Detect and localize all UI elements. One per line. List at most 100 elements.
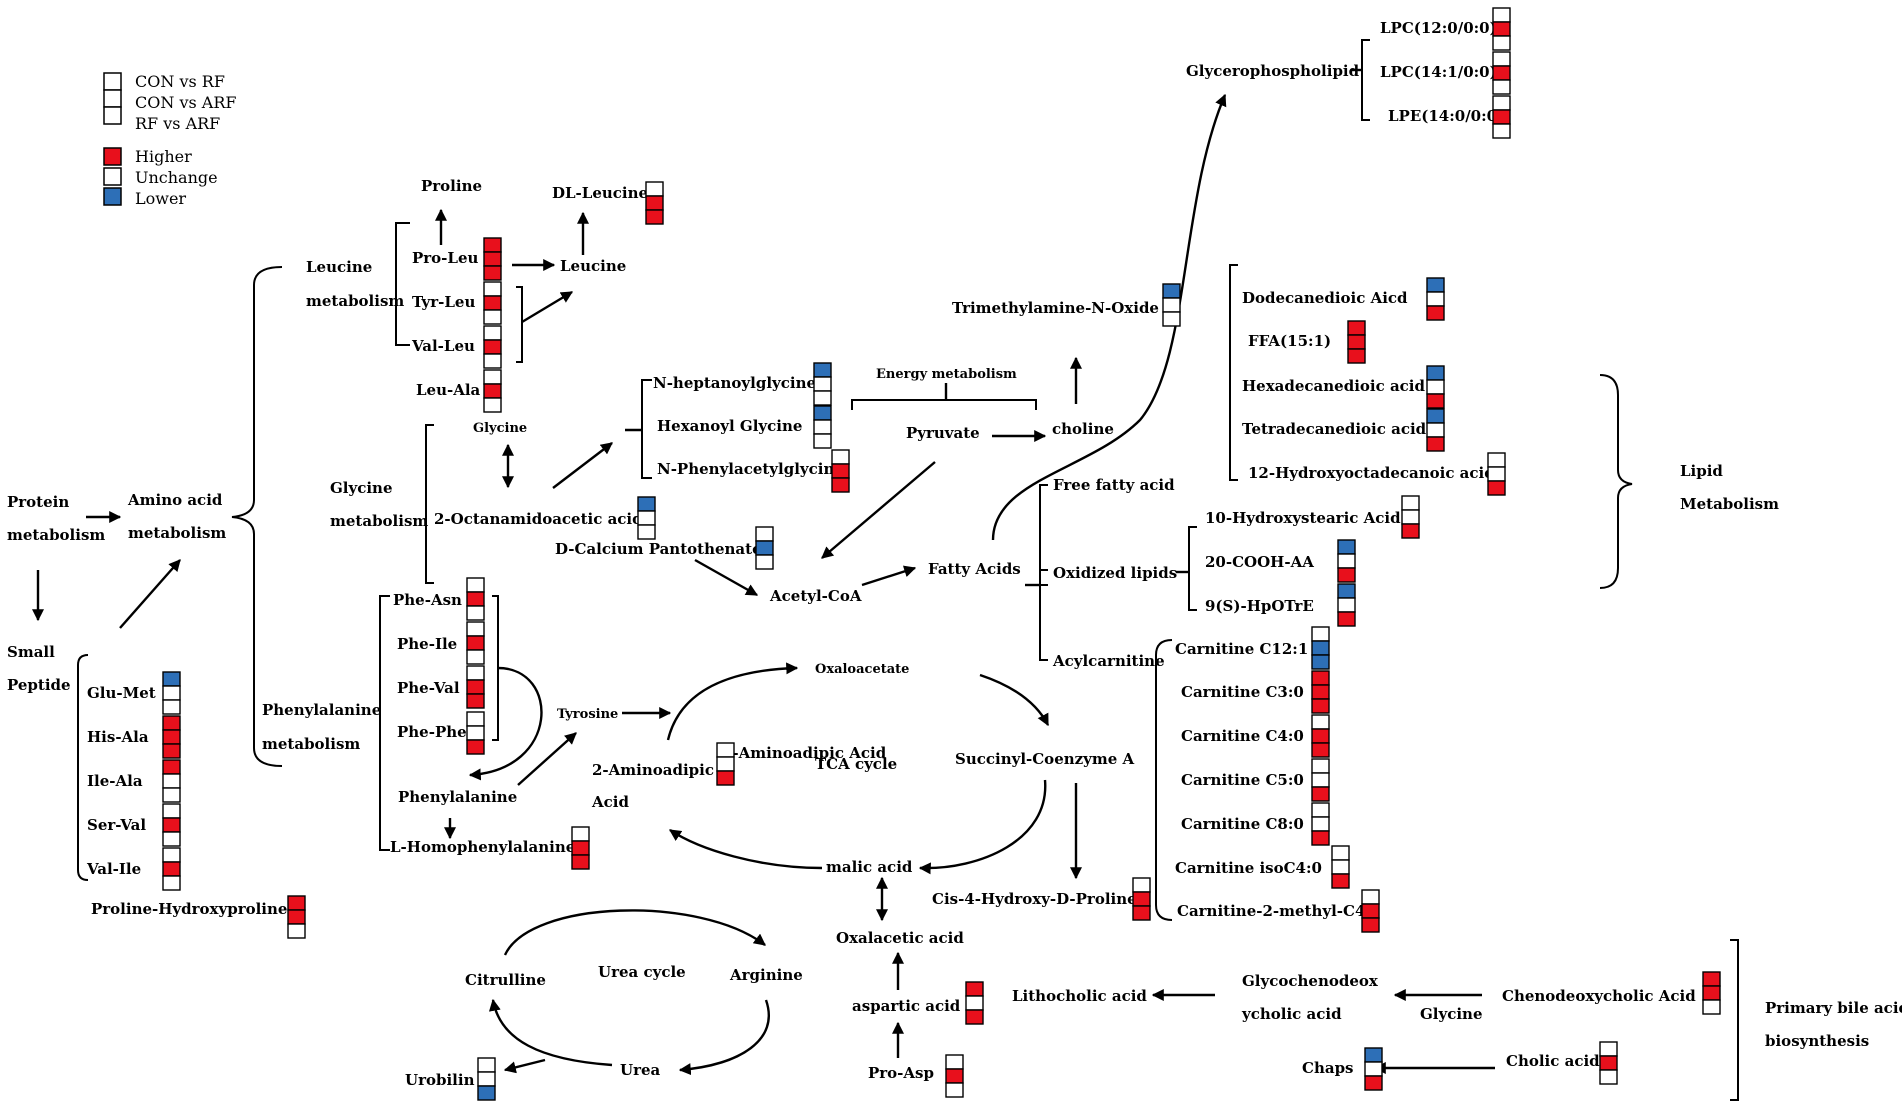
status-cell-unchange (1492, 123, 1511, 139)
small-peptide-label-2: Peptide (7, 676, 71, 694)
oxidized-lipids-label: Oxidized lipids (1053, 564, 1177, 582)
legend-comparison-2: CON vs ARF (135, 93, 236, 112)
oxaloacetate-label: Oxaloacetate (815, 662, 909, 677)
status-cell-higher (571, 840, 590, 856)
glycochenodeoxycholic-acid-label-1: Glycochenodeox (1242, 972, 1379, 990)
status-cell-higher (945, 1068, 964, 1084)
tca-cycle-label: TCA cycle (815, 755, 897, 773)
metabolite-n-phenylacetylglycine: N-Phenylacetylglycine (657, 449, 850, 493)
status-cell-lower (637, 496, 656, 512)
legend-comparison-3: RF vs ARF (135, 114, 220, 133)
status-cell-higher (162, 729, 181, 745)
urea-label: Urea (620, 1061, 661, 1079)
metabolite-d-calcium-pantothenate: D-Calcium Pantothenate (555, 526, 774, 570)
status-cell-lower (1337, 583, 1356, 599)
status-cell-unchange (755, 526, 774, 542)
status-cell-unchange (1331, 859, 1350, 875)
status-cell-lower (477, 1085, 496, 1101)
metabolite-lpc-14-1-0-0: LPC(14:1/0:0) (1380, 51, 1511, 95)
status-cell-lower (1337, 539, 1356, 555)
status-cell-lower (1426, 365, 1445, 381)
status-cell-higher (1311, 698, 1330, 714)
status-cell-higher (1132, 905, 1151, 921)
metabolite-label: Carnitine isoC4:0 (1175, 859, 1322, 877)
lithocholic-acid-label: Lithocholic acid (1012, 987, 1147, 1005)
status-cell-lower (1364, 1047, 1383, 1063)
pathway-connectors (32, 39, 1739, 1101)
malic-acid-label: malic acid (826, 858, 913, 876)
leucine-metabolism-label-1: Leucine (306, 258, 372, 276)
metabolite-label: Carnitine C5:0 (1181, 771, 1304, 789)
status-cell-lower (1311, 654, 1330, 670)
status-cell-unchange (965, 995, 984, 1011)
status-cell-higher (287, 895, 306, 911)
metabolite-label: Chaps (1302, 1059, 1354, 1077)
amino-acid-metabolism-label-2: metabolism (128, 524, 226, 542)
metabolite-tetradecanedioic-acid: Tetradecanedioic acid (1242, 408, 1445, 452)
status-cell-higher (466, 679, 485, 695)
status-cell-higher (483, 265, 502, 281)
status-cell-higher (1337, 611, 1356, 627)
phenylalanine-label: Phenylalanine (398, 788, 517, 806)
status-cell-unchange (1337, 553, 1356, 569)
phenylalanine-metabolism-label-2: metabolism (262, 735, 360, 753)
glycine-label: Glycine (473, 421, 527, 436)
aminoadipic-acid-label-2: Acid (591, 793, 629, 811)
status-cell-higher (483, 339, 502, 355)
status-cell-unchange (1311, 714, 1330, 730)
status-cell-higher (1492, 21, 1511, 37)
metabolite-label: N-heptanoylglycine (653, 374, 816, 392)
metabolite-aspartic-acid: aspartic acid (852, 981, 984, 1025)
status-cell-higher (162, 817, 181, 833)
status-cell-unchange (637, 524, 656, 540)
arginine-label: Arginine (729, 966, 803, 984)
status-cell-unchange (477, 1071, 496, 1087)
metabolite-l-homophenylalanine: L-Homophenylalanine (390, 826, 590, 870)
metabolite-label: Carnitine C4:0 (1181, 727, 1304, 745)
aminoadipic-acid-label-1: 2-Aminoadipic (592, 761, 714, 779)
status-cell-unchange (162, 847, 181, 863)
metabolite-phe-val: Phe-Val (397, 665, 485, 709)
status-cell-higher (1331, 873, 1350, 889)
status-cell-higher (1361, 917, 1380, 933)
status-cell-higher (162, 743, 181, 759)
metabolite-label: DL-Leucine (552, 184, 648, 202)
primary-bile-acid-label-1: Primary bile acid (1765, 999, 1902, 1017)
acylcarnitine-label: Acylcarnitine (1052, 652, 1165, 670)
status-cell-unchange (1311, 772, 1330, 788)
status-cell-unchange (1599, 1069, 1618, 1085)
metabolite-ile-ala: Ile-Ala (87, 759, 181, 803)
status-cell-higher (831, 463, 850, 479)
legend-box-rf-arf (103, 106, 122, 125)
status-cell-higher (1311, 728, 1330, 744)
status-cell-higher (1426, 393, 1445, 409)
lipid-metabolism-label-2: Metabolism (1680, 495, 1779, 513)
status-cell-higher (645, 195, 664, 211)
metabolite-carnitine-isoc4-0: Carnitine isoC4:0 (1175, 845, 1350, 889)
metabolite-dodecanedioic-aicd: Dodecanedioic Aicd (1242, 277, 1445, 321)
status-cell-unchange (716, 756, 735, 772)
status-cell-higher (287, 909, 306, 925)
status-cell-unchange (1337, 597, 1356, 613)
status-cell-unchange (645, 181, 664, 197)
status-cell-unchange (831, 449, 850, 465)
status-cell-unchange (1426, 379, 1445, 395)
status-cell-unchange (813, 433, 832, 449)
status-cell-unchange (571, 826, 590, 842)
citrulline-label: Citrulline (465, 971, 546, 989)
metabolite-pro-asp: Pro-Asp (868, 1054, 964, 1098)
status-cell-higher (1311, 670, 1330, 686)
status-cell-unchange (1331, 845, 1350, 861)
metabolite-label: Carnitine C3:0 (1181, 683, 1304, 701)
pyruvate-label: Pyruvate (906, 424, 980, 442)
status-cell-unchange (483, 309, 502, 325)
metabolite-proline-hydroxyproline: Proline-Hydroxyproline (91, 895, 306, 939)
status-cell-unchange (1426, 291, 1445, 307)
metabolite-chaps: Chaps (1302, 1047, 1383, 1091)
status-cell-higher (1337, 567, 1356, 583)
status-cell-unchange (466, 605, 485, 621)
metabolite-carnitine-c3-0: Carnitine C3:0 (1181, 670, 1330, 714)
metabolite-label: Trimethylamine-N-Oxide (952, 299, 1159, 317)
metabolite-lpe-14-0-0-0: LPE(14:0/0:0) (1388, 95, 1511, 139)
status-cell-higher (1702, 971, 1721, 987)
